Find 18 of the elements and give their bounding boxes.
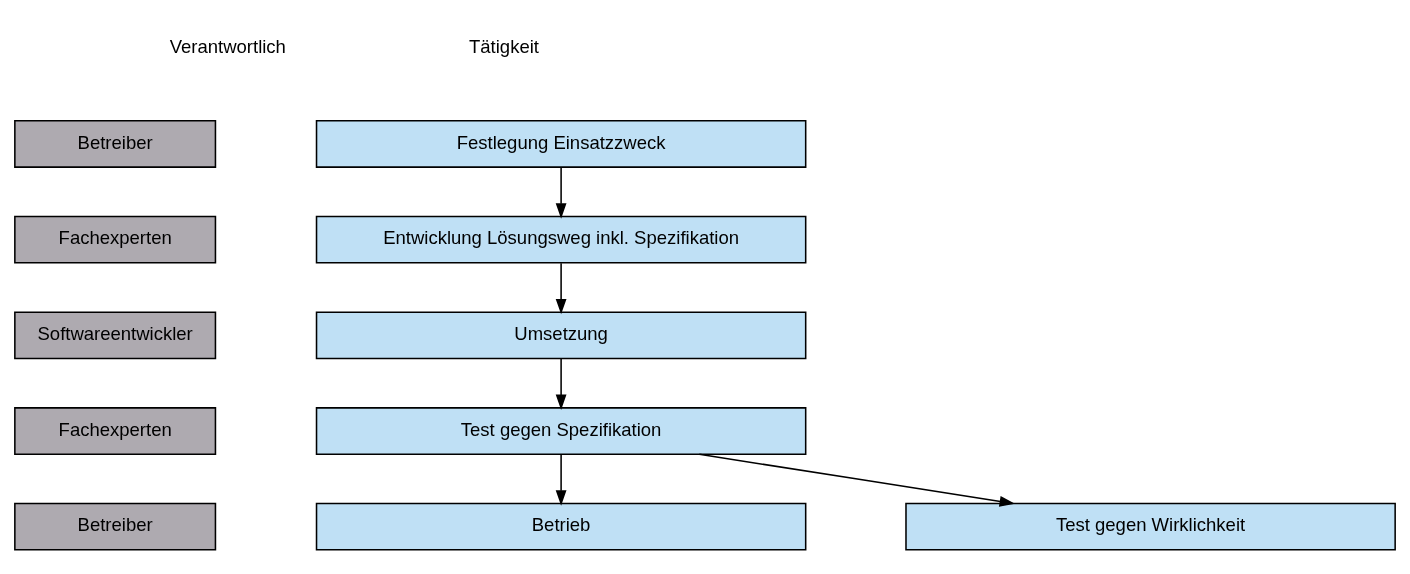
node-box: Test gegen Wirklichkeit [905,502,1396,551]
node-box: Test gegen Spezifikation [315,406,807,455]
node-box: Betreiber [14,502,217,551]
arrow [555,166,567,219]
arrow [555,357,567,410]
node-box: Umsetzung [315,310,807,359]
node-box: Fachexperten [14,406,217,455]
arrow [555,261,567,314]
label: Verantwortlich [169,35,286,57]
label: Tätigkeit [469,35,539,57]
node-box: Entwicklung Lösungsweg inkl. Spezifikation [315,215,807,264]
arrow [555,453,567,506]
node-box: Festlegung Einsatzzweck [315,119,807,168]
node-box: Betrieb [315,502,807,551]
node-box: Betreiber [14,119,217,168]
arrow [698,453,1016,507]
node-box: Softwareentwickler [14,310,217,359]
node-box: Fachexperten [14,215,217,264]
